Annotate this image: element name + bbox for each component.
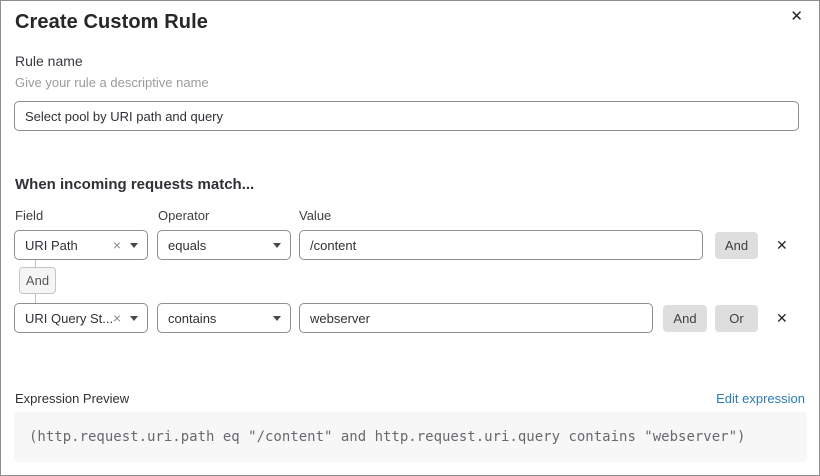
connector-line-top xyxy=(35,260,36,267)
and-button-row2[interactable]: And xyxy=(663,305,707,332)
remove-row1-icon[interactable]: ✕ xyxy=(776,237,788,253)
operator-select-row1-value: equals xyxy=(168,237,207,253)
column-label-value: Value xyxy=(299,208,332,223)
clear-icon[interactable]: × xyxy=(112,310,121,326)
value-input-row2[interactable] xyxy=(299,303,653,333)
rule-name-helper: Give your rule a descriptive name xyxy=(15,75,209,90)
column-label-field: Field xyxy=(15,208,44,223)
remove-row2-icon[interactable]: ✕ xyxy=(776,310,788,326)
connector-and-badge: And xyxy=(19,267,56,294)
field-select-row1[interactable]: URI Path × xyxy=(14,230,148,260)
rule-name-label: Rule name xyxy=(15,53,83,69)
expression-preview-label: Expression Preview xyxy=(15,391,130,406)
chevron-down-icon xyxy=(130,242,138,248)
chevron-down-icon xyxy=(273,315,281,321)
close-icon[interactable]: ✕ xyxy=(790,8,803,25)
value-input-row1[interactable] xyxy=(299,230,703,260)
matcher-heading: When incoming requests match... xyxy=(15,176,255,193)
column-label-operator: Operator xyxy=(158,208,210,223)
operator-select-row2-value: contains xyxy=(168,310,217,326)
rule-name-input[interactable] xyxy=(14,101,799,131)
dialog-title: Create Custom Rule xyxy=(15,11,208,33)
or-button-row2[interactable]: Or xyxy=(715,305,758,332)
operator-select-row2[interactable]: contains xyxy=(157,303,291,333)
field-select-row2-value: URI Query St... xyxy=(25,310,113,326)
chevron-down-icon xyxy=(273,242,281,248)
field-select-row1-value: URI Path xyxy=(25,237,78,253)
and-button-row1[interactable]: And xyxy=(715,232,758,259)
operator-select-row1[interactable]: equals xyxy=(157,230,291,260)
clear-icon[interactable]: × xyxy=(112,237,121,253)
connector-line-bottom xyxy=(35,294,36,303)
expression-code-block: (http.request.uri.path eq "/content" and… xyxy=(14,412,807,462)
chevron-down-icon xyxy=(130,315,138,321)
field-select-row2[interactable]: URI Query St... × xyxy=(14,303,148,333)
expression-code: (http.request.uri.path eq "/content" and… xyxy=(29,429,746,445)
edit-expression-link[interactable]: Edit expression xyxy=(716,391,805,406)
